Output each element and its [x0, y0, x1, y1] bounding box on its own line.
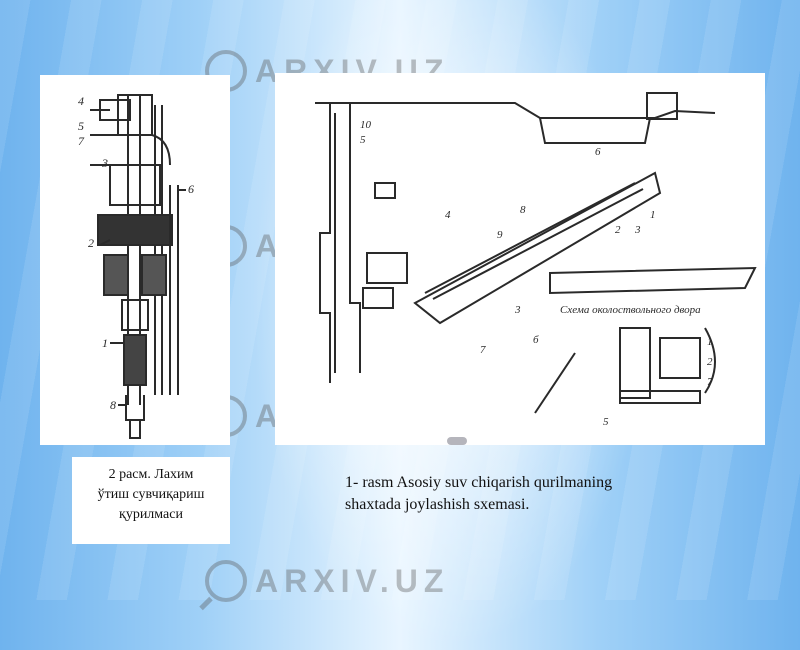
figure-label: 3: [101, 156, 108, 170]
pump-unit-drawing: 4 5 7 3 6 2 1 8: [78, 94, 194, 439]
figure-label: 9: [497, 229, 503, 241]
figure-label: 7: [480, 344, 486, 356]
figure-label: 7: [707, 376, 713, 388]
figure-label: 5: [78, 119, 84, 133]
figure-label: 8: [110, 398, 116, 412]
caption-line: 2 расм. Лахим: [108, 467, 194, 482]
figure-label: 4: [78, 94, 84, 108]
caption-line: қурилмаси: [119, 507, 183, 522]
figure-label: б: [533, 334, 539, 346]
schema-title: Схема околоствольного двора: [560, 304, 701, 316]
slide-marker: [447, 437, 467, 445]
figure-label: 2: [615, 224, 621, 236]
figure-label: 1: [707, 336, 713, 348]
caption-line: 1- rasm Asosiy suv chiqarish qurilmaning: [345, 474, 613, 491]
figure-label: 10: [360, 119, 372, 131]
figure-label: 2: [707, 356, 713, 368]
figure-label: 5: [603, 416, 609, 428]
figure-label: 3: [634, 224, 641, 236]
mine-water-scheme-drawing: 10 5 4 8 1 9 2 3 3 7 б 6 1 2 7 5 Схема о…: [315, 92, 757, 428]
figure-label: 2: [88, 236, 94, 250]
right-figure-caption: 1- rasm Asosiy suv chiqarish qurilmaning…: [345, 472, 725, 516]
figure-label: 1: [650, 209, 656, 221]
magnifier-icon: [205, 560, 247, 602]
figure-label: 8: [520, 204, 526, 216]
watermark-text: ARXIV.UZ: [255, 562, 450, 599]
figure-label: 1: [102, 336, 108, 350]
left-diagram-panel: 4 5 7 3 6 2 1 8: [40, 75, 230, 445]
watermark: ARXIV.UZ: [205, 560, 449, 602]
right-diagram-panel: 10 5 4 8 1 9 2 3 3 7 б 6 1 2 7 5 Схема о…: [275, 73, 765, 445]
figure-label: 6: [595, 146, 601, 158]
figure-label: 3: [514, 304, 521, 316]
figure-label: 6: [188, 182, 194, 196]
figure-label: 5: [360, 134, 366, 146]
figure-label: 4: [445, 209, 451, 221]
figure-label: 7: [78, 134, 85, 148]
caption-line: shaxtada joylashish sxemasi.: [345, 496, 530, 513]
left-figure-caption: 2 расм. Лахим ўтиш сувчиқариш қурилмаси: [72, 457, 230, 544]
caption-line: ўтиш сувчиқариш: [97, 487, 205, 502]
